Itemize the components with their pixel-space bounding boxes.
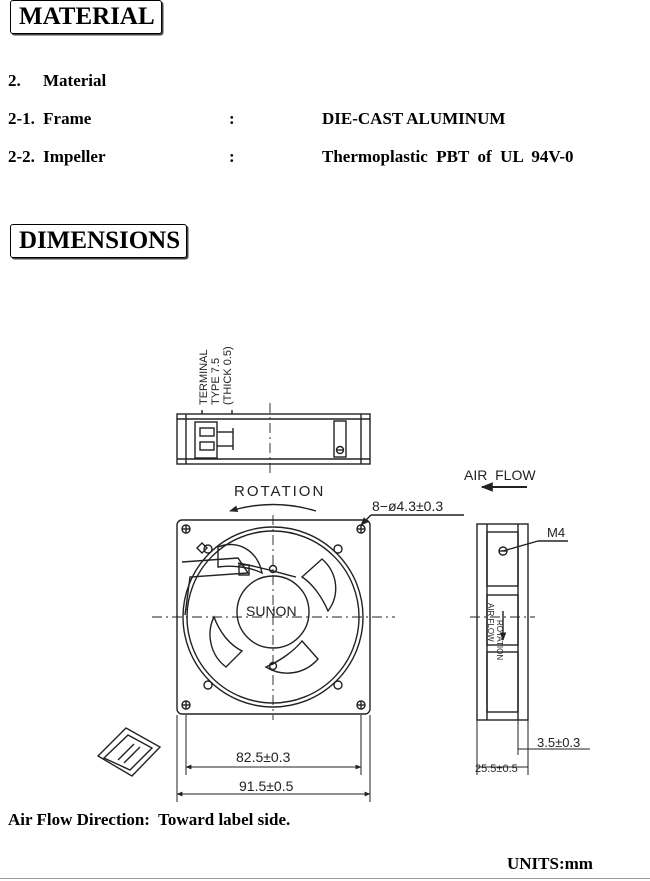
units-label: UNITS:mm [507, 854, 593, 873]
dimensions-heading: DIMENSIONS [10, 224, 188, 258]
hole-leader [360, 514, 372, 526]
impeller-row: 2-2. Impeller [8, 147, 106, 167]
dim-inner-label: 82.5±0.3 [236, 749, 291, 765]
terminal-connector [194, 421, 234, 459]
impeller-number: 2-2. [8, 147, 35, 166]
fan-blade [264, 639, 319, 674]
material-title: Material [43, 71, 107, 90]
material-title-row: 2. Material [8, 71, 106, 91]
frame-colon: : [229, 109, 235, 128]
frame-row: 2-1. Frame [8, 109, 91, 129]
fan-blade [209, 615, 244, 668]
top-view [176, 410, 371, 465]
frame-label: Frame [43, 109, 92, 128]
fan-front-view [152, 515, 395, 720]
m4-leader [502, 540, 539, 552]
fan-blade [217, 543, 263, 575]
dim-depth-label: 25.5±0.5 [475, 763, 518, 775]
air-flow-direction-note: Air Flow Direction: Toward label side. [8, 810, 291, 829]
bottom-rule [0, 878, 650, 879]
terminal-label-line-1: TERMINAL [198, 349, 210, 405]
dimension-lines [176, 715, 590, 802]
fan-blade [300, 558, 337, 613]
dim-outer-label: 91.5±0.5 [239, 778, 294, 794]
air-flow-label: AIR FLOW [464, 467, 536, 483]
side-air-flow-label: AIR FLOW [486, 603, 495, 642]
material-title-number: 2. [8, 71, 21, 90]
m4-label: M4 [547, 525, 565, 540]
fan-side-view [470, 523, 535, 721]
dim-flange-label: 3.5±0.3 [537, 735, 580, 750]
rotation-label: ROTATION [234, 483, 325, 500]
impeller-label: Impeller [43, 147, 106, 166]
material-heading: MATERIAL [10, 0, 162, 34]
brand-label: SUNON [246, 603, 297, 619]
terminal-label-line-2: TYPE 7.5 [210, 358, 222, 405]
mounting-holes [181, 524, 366, 710]
side-rotation-label: ROTATION [495, 620, 504, 660]
rotation-arrow [229, 503, 317, 513]
terminal-part-sketch [96, 727, 162, 777]
wire-channel [181, 557, 250, 616]
frame-number: 2-1. [8, 109, 35, 128]
terminal-label-line-3: (THICK 0.5) [222, 346, 234, 405]
fan-dimension-drawing: TERMINAL TYPE 7.5 (THICK 0.5) ROTATION 8… [96, 346, 590, 802]
impeller-value: Thermoplastic PBT of UL 94V-0 [322, 147, 574, 166]
frame-value: DIE-CAST ALUMINUM [322, 109, 506, 128]
hole-spec-label: 8−ø4.3±0.3 [372, 498, 443, 514]
impeller-colon: : [229, 147, 235, 166]
